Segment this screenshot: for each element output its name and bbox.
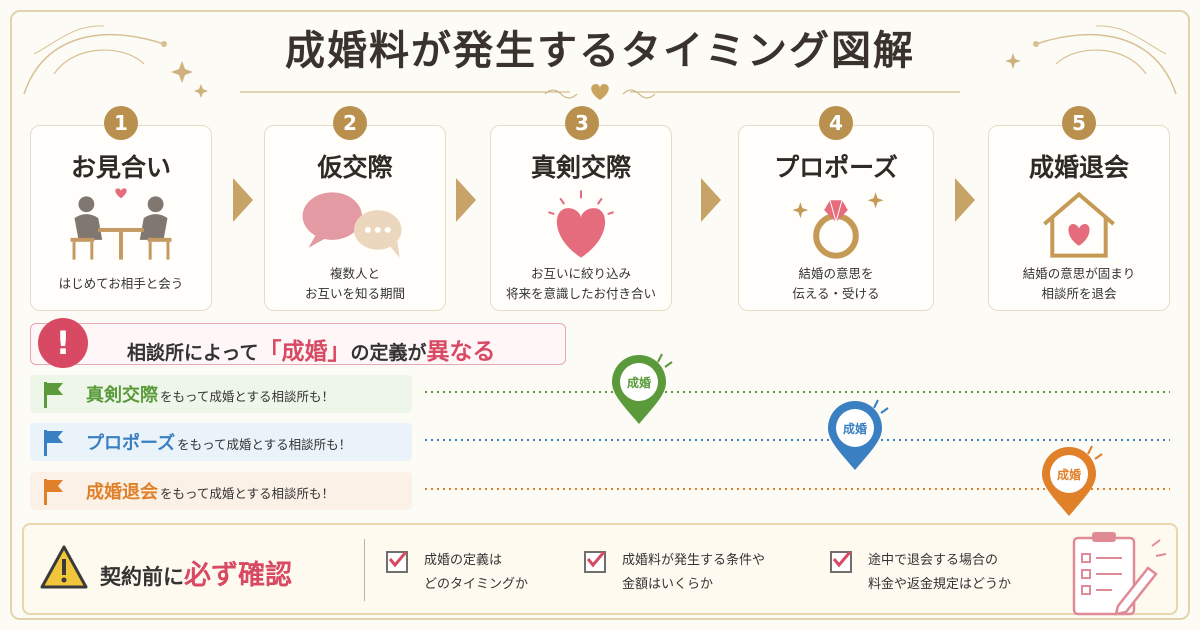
definition-rest: をもって成婚とする相談所も！ [160, 486, 335, 501]
confirm-highlight: 必ず確認 [184, 560, 292, 591]
divider [364, 539, 365, 601]
step-number-1: 1 [104, 106, 138, 140]
pin-label: 成婚 [842, 422, 867, 436]
step-title: 成婚退会 [1028, 153, 1129, 182]
heart-icon [548, 190, 614, 258]
step-card-3: 真剣交際 お互いに絞り込み 将来を意識したお付き合い [490, 125, 672, 311]
definition-rest: をもって成婚とする相談所も！ [177, 437, 352, 452]
confirm-panel: 契約前に必ず確認 成婚の定義は どのタイミングか 成婚料が発生する条件や 金額は… [22, 523, 1178, 615]
arrow-right-icon [233, 178, 253, 222]
notice-highlight: 「成婚」 [258, 339, 351, 365]
seikon-pin-2: 成婚 [818, 394, 892, 484]
checklist-text: 途中で退会する場合の 料金や返金規定はどうか [868, 553, 1012, 592]
page-title: 成婚料が発生するタイミング図解 [285, 27, 915, 74]
checklist-text: 成婚の定義は どのタイミングか [424, 553, 529, 592]
notice-text: 相談所によって「成婚」の定義が異なる [127, 332, 496, 366]
definition-row-1: 真剣交際をもって成婚とする相談所も！ [30, 375, 412, 413]
notice-mid: の定義が [350, 342, 427, 364]
step-description: 結婚の意思が固まり 相談所を退会 [1022, 266, 1136, 301]
definition-notice: 相談所によって「成婚」の定義が異なる [30, 323, 566, 365]
step-number-4: 4 [819, 106, 853, 140]
definition-label: 成婚退会をもって成婚とする相談所も！ [86, 478, 334, 504]
definition-label-text: 真剣交際 [86, 385, 158, 406]
step-card-4: プロポーズ 結婚の意思を 伝える・受ける [738, 125, 934, 311]
checkbox-icon [830, 551, 852, 573]
step-title: 真剣交際 [530, 153, 631, 182]
definition-label: 真剣交際をもって成婚とする相談所も！ [86, 381, 334, 407]
map-pin-icon [1042, 445, 1103, 516]
ring-icon [792, 192, 884, 259]
timeline-dots [425, 488, 1170, 490]
step-card-1: お見合い はじめてお相手と会う [30, 125, 212, 311]
definition-label-text: プロポーズ [86, 433, 176, 454]
pin-label: 成婚 [626, 376, 651, 390]
exclamation-icon: ! [38, 318, 88, 368]
definition-label-text: 成婚退会 [86, 482, 158, 503]
clipboard-pencil-icon [1072, 532, 1167, 616]
flag-icon [44, 430, 63, 456]
checkbox-icon [584, 551, 606, 573]
speech-bubbles-icon [302, 192, 402, 258]
definition-row-3: 成婚退会をもって成婚とする相談所も！ [30, 472, 412, 510]
title-divider-icon [240, 84, 960, 100]
step-description: 複数人と お互いを知る期間 [304, 266, 405, 301]
map-pin-icon [612, 353, 673, 424]
arrow-right-icon [456, 178, 476, 222]
pin-label: 成婚 [1056, 468, 1081, 482]
definition-rest: をもって成婚とする相談所も！ [160, 389, 335, 404]
step-card-2: 仮交際 複数人と お互いを知る期間 [264, 125, 446, 311]
warning-icon [40, 545, 88, 589]
step-title: 仮交際 [317, 153, 393, 182]
seikon-pin-3: 成婚 [1032, 440, 1106, 530]
timeline-dots [425, 391, 1170, 393]
step-title: お見合い [70, 153, 171, 182]
left-ornament-icon [23, 25, 208, 98]
timeline-dots [425, 439, 1170, 441]
step-description: はじめてお相手と会う [58, 276, 184, 291]
step-description: 結婚の意思を 伝える・受ける [792, 266, 880, 301]
definition-row-2: プロポーズをもって成婚とする相談所も！ [30, 423, 412, 461]
checklist-text: 成婚料が発生する条件や 金額はいくらか [622, 553, 766, 592]
arrow-right-icon [701, 178, 721, 222]
checkbox-icon [386, 551, 408, 573]
definition-label: プロポーズをもって成婚とする相談所も！ [86, 429, 351, 455]
right-ornament-icon [1005, 25, 1177, 95]
map-pin-icon [828, 399, 889, 470]
meeting-couple-icon [70, 188, 172, 260]
step-number-3: 3 [565, 106, 599, 140]
flag-icon [44, 479, 63, 505]
flag-icon [44, 382, 63, 408]
notice-highlight-2: 異なる [426, 339, 496, 365]
step-card-5: 成婚退会 結婚の意思が固まり 相談所を退会 [988, 125, 1170, 311]
step-description: お互いに絞り込み 将来を意識したお付き合い [505, 266, 656, 301]
notice-prefix: 相談所によって [127, 342, 259, 364]
seikon-pin-1: 成婚 [602, 348, 676, 438]
house-heart-icon [1043, 191, 1115, 258]
confirm-label: 契約前に必ず確認 [100, 553, 292, 592]
confirm-prefix: 契約前に [100, 565, 184, 589]
step-number-2: 2 [333, 106, 367, 140]
step-title: プロポーズ [774, 153, 898, 182]
step-number-5: 5 [1062, 106, 1096, 140]
arrow-right-icon [955, 178, 975, 222]
